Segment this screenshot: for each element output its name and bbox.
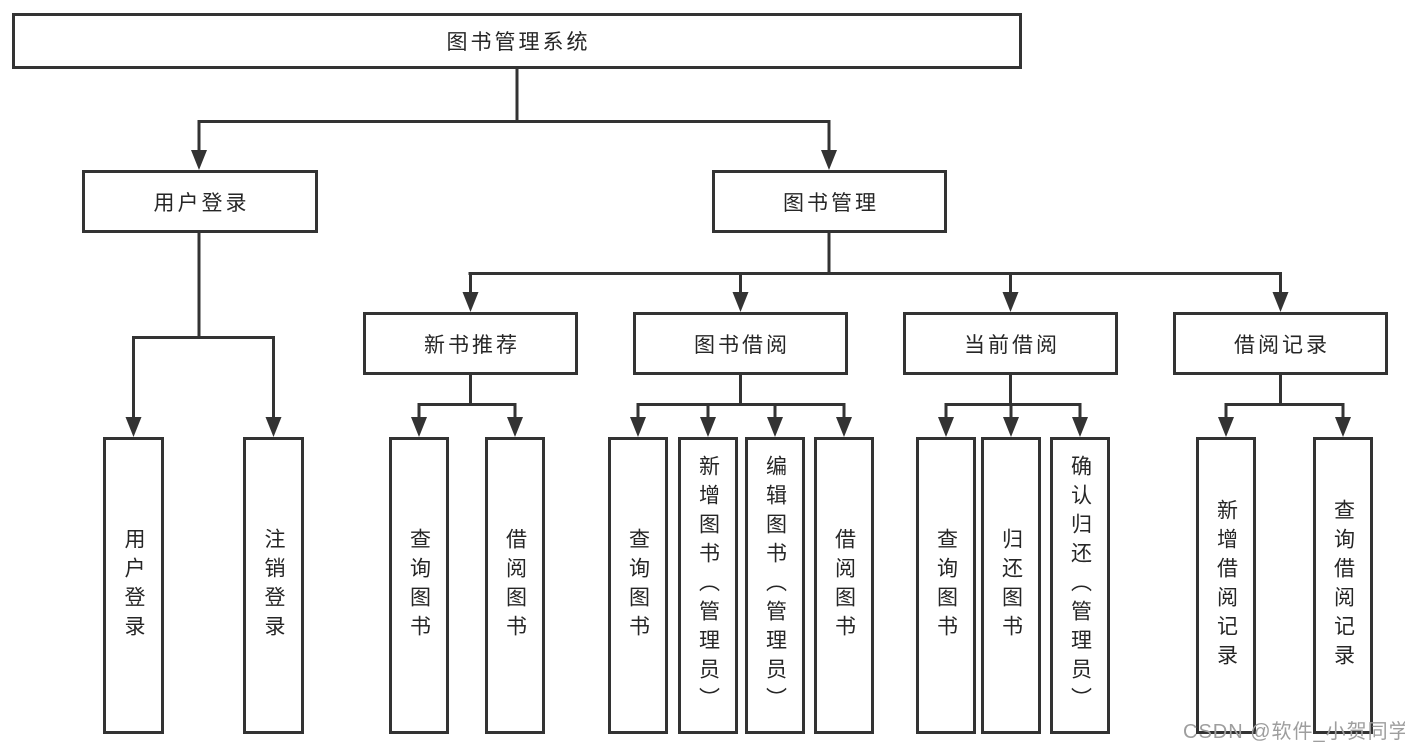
arrowhead-icon [700, 417, 716, 437]
arrowhead-icon [125, 417, 142, 437]
arrowhead-icon [1003, 417, 1019, 437]
node-current-borrowing: 当前借阅 [903, 312, 1118, 375]
arrowhead-icon [1218, 417, 1234, 437]
leaf-borrowing-add-books-admin: 新增图书（管理员） [678, 437, 738, 734]
leaf-newbooks-query-books: 查询图书 [389, 437, 449, 734]
arrowhead-icon [732, 292, 749, 312]
arrowhead-icon [1002, 292, 1019, 312]
arrowhead-icon [1272, 292, 1289, 312]
node-library-system: 图书管理系统 [12, 13, 1022, 69]
node-new-book-recommend: 新书推荐 [363, 312, 578, 375]
leaf-records-add-record: 新增借阅记录 [1196, 437, 1256, 734]
arrowhead-icon [1335, 417, 1351, 437]
arrowhead-icon [1072, 417, 1088, 437]
leaf-borrowing-query-books: 查询图书 [608, 437, 668, 734]
arrowhead-icon [630, 417, 646, 437]
node-borrowing-records: 借阅记录 [1173, 312, 1388, 375]
leaf-logout: 注销登录 [243, 437, 304, 734]
leaf-user-login: 用户登录 [103, 437, 164, 734]
arrowhead-icon [767, 417, 783, 437]
arrowhead-icon [821, 150, 837, 170]
node-book-borrowing: 图书借阅 [633, 312, 848, 375]
leaf-borrowing-edit-books-admin: 编辑图书（管理员） [745, 437, 805, 734]
node-user-login-branch: 用户登录 [82, 170, 318, 233]
arrowhead-icon [462, 292, 479, 312]
arrowhead-icon [507, 417, 523, 437]
leaf-current-query-books: 查询图书 [916, 437, 976, 734]
leaf-borrowing-borrow-books: 借阅图书 [814, 437, 874, 734]
arrowhead-icon [411, 417, 427, 437]
leaf-current-return-books: 归还图书 [981, 437, 1041, 734]
leaf-records-query-record: 查询借阅记录 [1313, 437, 1373, 734]
watermark: CSDN @软件_小贺同学 [1183, 721, 1405, 743]
arrowhead-icon [836, 417, 852, 437]
node-book-management: 图书管理 [712, 170, 947, 233]
arrowhead-icon [938, 417, 954, 437]
arrowhead-icon [191, 150, 207, 170]
leaf-newbooks-borrow-books: 借阅图书 [485, 437, 545, 734]
leaf-current-confirm-return-admin: 确认归还（管理员） [1050, 437, 1110, 734]
arrowhead-icon [265, 417, 282, 437]
